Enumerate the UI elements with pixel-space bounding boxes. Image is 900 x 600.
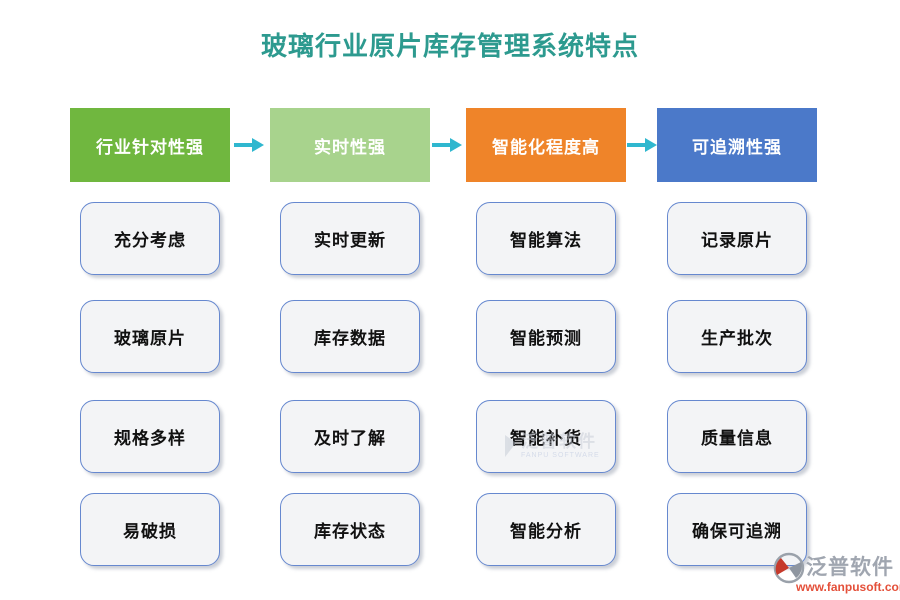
column-header: 智能化程度高	[466, 108, 626, 182]
column-header-label: 行业针对性强	[96, 137, 204, 157]
column-industry-specific: 行业针对性强 充分考虑 玻璃原片 规格多样 易破损	[70, 108, 230, 578]
feature-box: 质量信息	[667, 400, 807, 473]
flow-arrow-icon	[627, 138, 657, 152]
feature-label: 质量信息	[701, 429, 773, 448]
feature-box: 易破损	[80, 493, 220, 566]
feature-label: 记录原片	[701, 231, 773, 250]
feature-box: 生产批次	[667, 300, 807, 373]
feature-label: 智能预测	[510, 329, 582, 348]
column-header-label: 实时性强	[314, 137, 386, 157]
feature-label: 智能分析	[510, 522, 582, 541]
feature-box: 实时更新	[280, 202, 420, 275]
column-header-label: 智能化程度高	[492, 137, 600, 157]
feature-label: 实时更新	[314, 231, 386, 250]
feature-label: 确保可追溯	[692, 522, 782, 541]
feature-box: 智能分析	[476, 493, 616, 566]
page-title: 玻璃行业原片库存管理系统特点	[260, 31, 639, 61]
column-header-label: 可追溯性强	[692, 137, 782, 157]
flow-arrow-icon	[234, 138, 264, 152]
feature-box: 及时了解	[280, 400, 420, 473]
feature-label: 易破损	[123, 522, 177, 541]
column-realtime: 实时性强 实时更新 库存数据 及时了解 库存状态	[270, 108, 430, 578]
fanpu-logo-icon	[772, 551, 806, 585]
feature-box: 记录原片	[667, 202, 807, 275]
feature-box: 库存数据	[280, 300, 420, 373]
column-header: 可追溯性强	[657, 108, 817, 182]
feature-label: 智能算法	[510, 231, 582, 250]
brand-logo: 泛普软件 www.fanpusoft.com	[772, 549, 900, 597]
brand-name: 泛普软件	[806, 556, 894, 579]
column-header: 行业针对性强	[70, 108, 230, 182]
feature-box: 充分考虑	[80, 202, 220, 275]
column-header: 实时性强	[270, 108, 430, 182]
feature-label: 智能补货	[510, 429, 582, 448]
flow-arrow-icon	[432, 138, 462, 152]
feature-label: 规格多样	[114, 429, 186, 448]
brand-url: www.fanpusoft.com	[796, 580, 900, 594]
feature-box: 确保可追溯	[667, 493, 807, 566]
feature-label: 及时了解	[314, 429, 386, 448]
feature-label: 玻璃原片	[114, 329, 186, 348]
feature-box: 玻璃原片	[80, 300, 220, 373]
feature-label: 库存数据	[314, 329, 386, 348]
feature-box: 智能算法	[476, 202, 616, 275]
feature-box: 库存状态	[280, 493, 420, 566]
feature-box: 智能预测	[476, 300, 616, 373]
column-intelligent: 智能化程度高 智能算法 智能预测 智能补货 智能分析	[466, 108, 626, 578]
feature-label: 库存状态	[314, 522, 386, 541]
feature-box: 智能补货	[476, 400, 616, 473]
feature-box: 规格多样	[80, 400, 220, 473]
column-traceable: 可追溯性强 记录原片 生产批次 质量信息 确保可追溯	[657, 108, 817, 578]
feature-label: 充分考虑	[114, 231, 186, 250]
feature-label: 生产批次	[701, 329, 773, 348]
